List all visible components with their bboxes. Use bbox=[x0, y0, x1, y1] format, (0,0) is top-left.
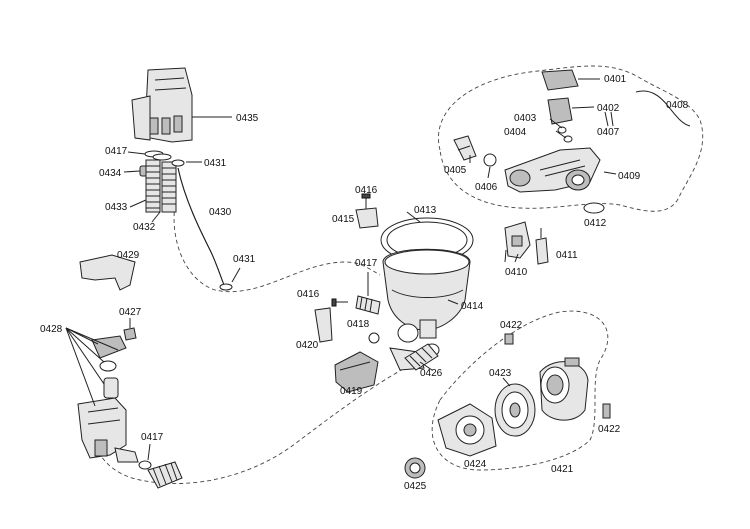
label-0408: 0408 bbox=[666, 100, 689, 111]
screw-0416-top bbox=[361, 193, 371, 210]
label-0412: 0412 bbox=[584, 218, 607, 229]
hose-0426 bbox=[404, 343, 439, 371]
water-switch-0409 bbox=[504, 147, 601, 193]
inlet-block-0435 bbox=[131, 67, 193, 143]
label-0415: 0415 bbox=[332, 214, 355, 225]
bracket-0420 bbox=[314, 307, 333, 343]
label-0429: 0429 bbox=[117, 250, 140, 261]
clamp-0412 bbox=[583, 202, 605, 214]
label-0402: 0402 bbox=[597, 103, 620, 114]
heater-0419 bbox=[334, 351, 379, 393]
clip-0427 bbox=[123, 327, 137, 341]
bracket-0415 bbox=[355, 207, 379, 229]
valve-0402 bbox=[547, 97, 573, 125]
label-0410: 0410 bbox=[505, 267, 528, 278]
clip-0422-right bbox=[602, 403, 611, 419]
label-0423: 0423 bbox=[489, 368, 512, 379]
label-0406: 0406 bbox=[475, 182, 498, 193]
pump-motor-0421 bbox=[539, 357, 589, 421]
label-0403: 0403 bbox=[514, 113, 537, 124]
impeller-0423 bbox=[494, 383, 536, 437]
label-0433: 0433 bbox=[105, 202, 128, 213]
label-0426: 0426 bbox=[420, 368, 443, 379]
label-0430: 0430 bbox=[209, 207, 232, 218]
label-0417-bottom: 0417 bbox=[141, 432, 164, 443]
seal-0425 bbox=[404, 457, 426, 479]
hose-0417-center bbox=[355, 295, 381, 315]
valve-0411 bbox=[535, 228, 549, 265]
label-0417-center: 0417 bbox=[355, 258, 378, 269]
fill-hose-0430 bbox=[177, 167, 225, 286]
level-sensor-0410 bbox=[504, 221, 531, 259]
valve-assembly-outline bbox=[438, 65, 704, 212]
wire-0408 bbox=[635, 90, 691, 127]
label-0411: 0411 bbox=[556, 250, 578, 261]
label-0414: 0414 bbox=[461, 301, 484, 312]
cover-0429 bbox=[79, 254, 136, 291]
label-0420: 0420 bbox=[296, 340, 319, 351]
clip-0422-top bbox=[504, 333, 514, 345]
label-0424: 0424 bbox=[464, 459, 487, 470]
seal-ring-0417 bbox=[144, 150, 172, 161]
label-0405: 0405 bbox=[444, 165, 467, 176]
drain-hose-0417 bbox=[147, 461, 183, 489]
label-0417-left: 0417 bbox=[105, 146, 128, 157]
pump-housing-0424 bbox=[437, 403, 497, 457]
label-0413: 0413 bbox=[414, 205, 437, 216]
label-0428: 0428 bbox=[40, 324, 63, 335]
label-0407: 0407 bbox=[597, 127, 620, 138]
label-0435: 0435 bbox=[236, 113, 259, 124]
label-0422-right: 0422 bbox=[598, 424, 621, 435]
seal-ring-0417-bottom bbox=[138, 460, 152, 470]
drain-pump-0428 bbox=[77, 335, 139, 463]
cover-0401 bbox=[541, 69, 579, 91]
sump-housing-0414 bbox=[382, 248, 471, 339]
screw-0416-left bbox=[331, 298, 348, 307]
label-0416-left: 0416 bbox=[297, 289, 320, 300]
label-0418: 0418 bbox=[347, 319, 370, 330]
label-0432: 0432 bbox=[133, 222, 156, 233]
label-0434: 0434 bbox=[99, 168, 122, 179]
label-0419: 0419 bbox=[340, 386, 363, 397]
label-0421: 0421 bbox=[551, 464, 574, 475]
label-0416-top: 0416 bbox=[355, 185, 378, 196]
label-0425: 0425 bbox=[404, 481, 427, 492]
label-0431-bottom: 0431 bbox=[233, 254, 256, 265]
label-0401: 0401 bbox=[604, 74, 627, 85]
label-0404: 0404 bbox=[504, 127, 527, 138]
ring-0403 bbox=[557, 126, 567, 134]
pump-assembly-outline bbox=[431, 310, 609, 471]
hose-clamp-0431 bbox=[171, 159, 233, 291]
sensor-0405 bbox=[453, 135, 477, 161]
corrugated-hose-0433 bbox=[145, 159, 177, 213]
hose-routing-line bbox=[173, 204, 381, 292]
ring-0418 bbox=[368, 332, 380, 344]
label-0427: 0427 bbox=[119, 307, 142, 318]
ring-0406 bbox=[483, 153, 497, 167]
label-0409: 0409 bbox=[618, 171, 641, 182]
label-0431-top: 0431 bbox=[204, 158, 227, 169]
clip-0407 bbox=[604, 111, 614, 127]
label-0422-top: 0422 bbox=[500, 320, 523, 331]
